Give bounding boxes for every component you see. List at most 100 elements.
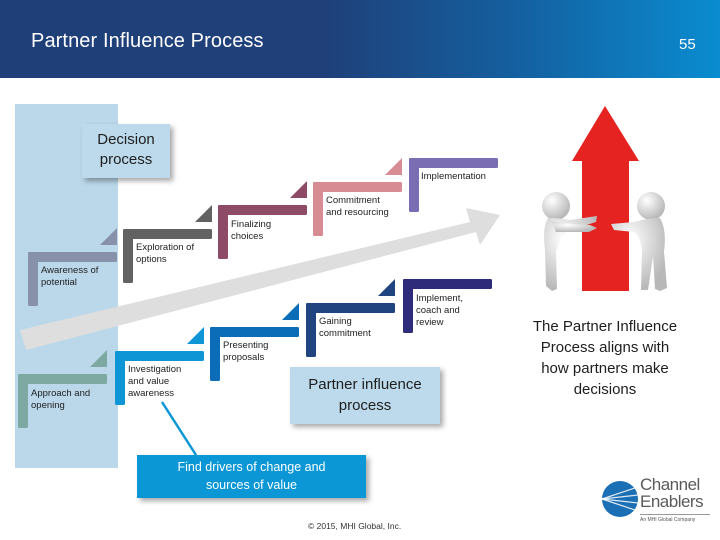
step-awareness: Awareness of potential xyxy=(41,265,98,289)
decision-label-line1: Decision xyxy=(97,131,155,148)
partner-label-line2: process xyxy=(338,397,392,414)
step-triangle xyxy=(378,279,395,296)
step-text-line: Finalizing xyxy=(231,219,272,230)
step-triangle xyxy=(90,350,107,367)
step-text-line: review xyxy=(416,317,444,328)
logo-name-line2: Enablers xyxy=(640,492,704,511)
right-figure xyxy=(611,192,667,291)
step-marker xyxy=(218,181,307,259)
step-triangle xyxy=(282,303,299,320)
step-marker xyxy=(403,279,492,333)
step-text-line: Exploration of xyxy=(136,242,195,253)
left-figure xyxy=(542,192,597,291)
step-vertical-bar xyxy=(409,158,419,212)
step-horizontal-bar xyxy=(306,303,395,313)
slide-title: Partner Influence Process xyxy=(31,30,264,52)
step-horizontal-bar xyxy=(218,205,307,215)
callout-line2: sources of value xyxy=(205,478,298,492)
step-marker xyxy=(28,228,117,306)
step-marker xyxy=(313,158,402,236)
summary-text: The Partner Influence Process aligns wit… xyxy=(505,316,705,400)
callout-box: Find drivers of change and sources of va… xyxy=(137,455,366,498)
step-marker xyxy=(409,158,498,212)
step-commitment: Commitment and resourcing xyxy=(326,195,389,219)
step-text-line: Investigation xyxy=(128,364,182,375)
step-horizontal-bar xyxy=(403,279,492,289)
step-triangle xyxy=(195,205,212,222)
step-triangle xyxy=(290,181,307,198)
copyright: © 2015, MHI Global, Inc. xyxy=(308,521,402,531)
summary-line: how partners make xyxy=(541,360,669,377)
step-text-line: commitment xyxy=(319,328,371,339)
step-horizontal-bar xyxy=(28,252,117,262)
step-investigation: Investigation and value awareness xyxy=(128,364,181,400)
callout-line1: Find drivers of change and xyxy=(177,460,326,474)
step-vertical-bar xyxy=(18,374,28,428)
logo-globe-icon xyxy=(601,481,639,517)
step-text-line: and resourcing xyxy=(326,207,389,218)
summary-line: decisions xyxy=(573,381,637,398)
step-horizontal-bar xyxy=(115,351,204,361)
step-finalizing: Finalizing choices xyxy=(231,219,271,243)
progress-arrow xyxy=(20,208,500,350)
channel-enablers-logo: Channel Enablers An MHI Global Company xyxy=(600,474,715,534)
step-marker xyxy=(18,350,107,428)
step-horizontal-bar xyxy=(210,327,299,337)
decision-process-label: Decision process xyxy=(82,124,170,178)
logo-tagline: An MHI Global Company xyxy=(640,517,696,523)
step-vertical-bar xyxy=(306,303,316,357)
step-marker xyxy=(306,279,395,357)
step-triangle xyxy=(385,158,402,175)
step-text-line: opening xyxy=(31,400,65,411)
summary-line: The Partner Influence xyxy=(532,318,678,335)
step-vertical-bar xyxy=(210,327,220,381)
step-implementation: Implementation xyxy=(421,171,486,183)
logo-name-line1: Channel xyxy=(640,475,700,494)
step-horizontal-bar xyxy=(123,229,212,239)
step-text-line: Approach and xyxy=(31,388,91,399)
step-horizontal-bar xyxy=(409,158,498,168)
step-triangle xyxy=(100,228,117,245)
step-presenting: Presenting proposals xyxy=(223,340,268,364)
step-vertical-bar xyxy=(123,229,133,283)
step-implement: Implement, coach and review xyxy=(416,293,463,329)
step-text-line: Commitment xyxy=(326,195,380,206)
step-horizontal-bar xyxy=(18,374,107,384)
partner-influence-label: Partner influence process xyxy=(290,367,440,424)
step-text-line: choices xyxy=(231,231,264,242)
step-vertical-bar xyxy=(28,252,38,306)
step-vertical-bar xyxy=(115,351,125,405)
step-text-line: Implement, xyxy=(416,293,463,304)
step-horizontal-bar xyxy=(313,182,402,192)
step-gaining: Gaining commitment xyxy=(319,316,371,340)
step-text-line: potential xyxy=(41,277,77,288)
callout-connector xyxy=(160,401,198,456)
step-text-line: Awareness of xyxy=(41,265,99,276)
step-text-line: coach and xyxy=(416,305,460,316)
step-exploration: Exploration of options xyxy=(136,242,194,266)
red-arrow-shape xyxy=(572,106,639,291)
step-text-line: Gaining xyxy=(319,316,352,327)
step-triangle xyxy=(187,327,204,344)
step-text-line: Presenting xyxy=(223,340,269,351)
summary-line: Process aligns with xyxy=(540,339,670,356)
step-text-line: and value xyxy=(128,376,170,387)
step-text-line: awareness xyxy=(128,388,174,399)
logo-divider xyxy=(640,514,710,515)
step-text-line: options xyxy=(136,254,167,265)
step-marker xyxy=(210,303,299,381)
step-vertical-bar xyxy=(313,182,323,236)
step-marker xyxy=(123,205,212,283)
step-vertical-bar xyxy=(218,205,228,259)
step-vertical-bar xyxy=(403,279,413,333)
step-approach: Approach and opening xyxy=(31,388,90,412)
slide-number: 55 xyxy=(679,36,696,53)
step-marker xyxy=(115,327,204,405)
step-text-line: Implementation xyxy=(421,171,486,182)
decision-label-line2: process xyxy=(99,151,153,168)
partner-label-line1: Partner influence xyxy=(308,376,422,393)
slide-header: Partner Influence Process 55 xyxy=(0,0,720,78)
step-text-line: proposals xyxy=(223,352,265,363)
